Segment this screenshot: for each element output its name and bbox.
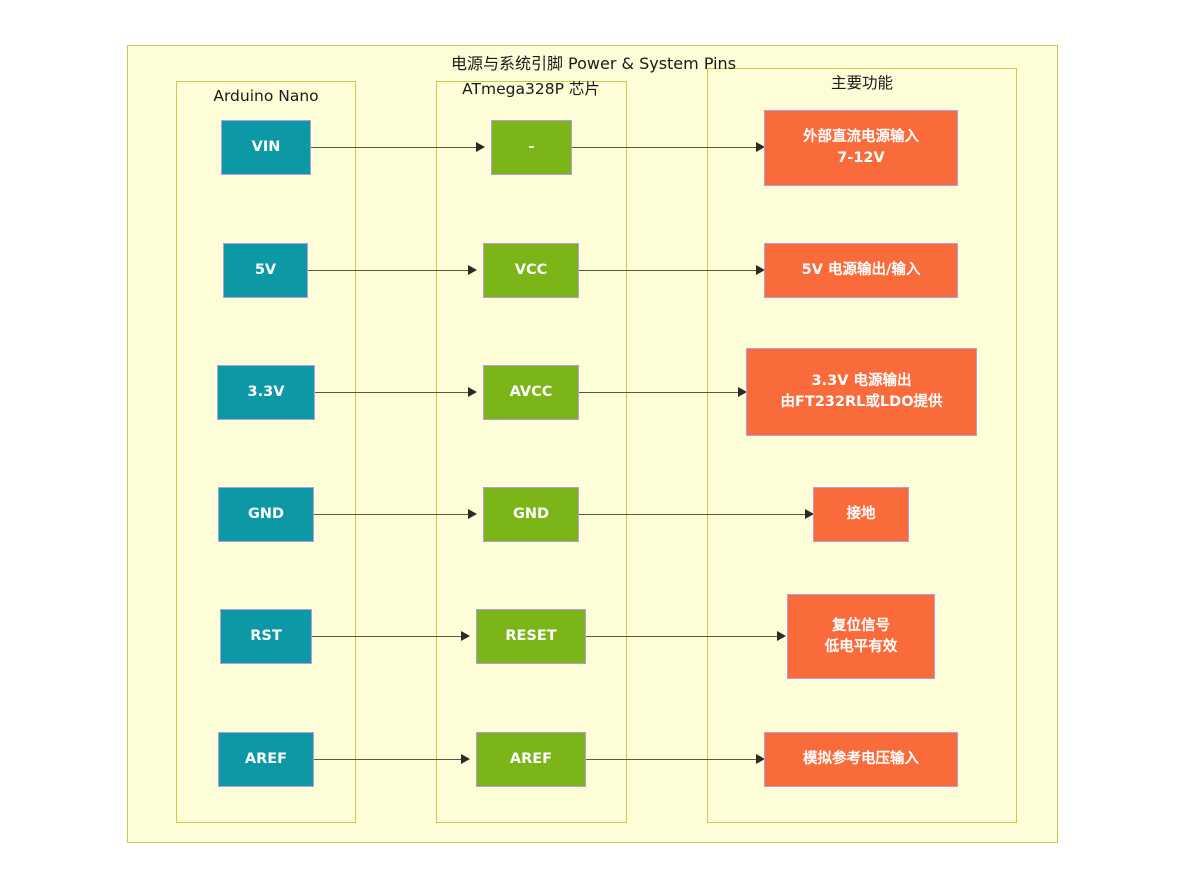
panel-atmega328p [436, 81, 627, 823]
arrowhead-chip-to-function-rst [777, 631, 786, 641]
edge-rst-to-chip [312, 636, 464, 637]
function-node-5v[interactable]: 5V 电源输出/输入 [764, 243, 958, 298]
panel-title-atmega328p: ATmega328P 芯片 [462, 80, 600, 98]
panel-title-main-functions: 主要功能 [830, 74, 893, 92]
function-node-aref[interactable]: 模拟参考电压输入 [764, 732, 958, 787]
function-node-gnd[interactable]: 接地 [813, 487, 909, 542]
function-node-3v3[interactable]: 3.3V 电源输出 由FT232RL或LDO提供 [746, 348, 977, 436]
chip-node-label: RESET [505, 628, 557, 644]
edge-chip-to-function-rst [586, 636, 780, 637]
function-node-vin[interactable]: 外部直流电源输入 7-12V [764, 110, 958, 186]
edge-chip-to-function-gnd [579, 514, 813, 515]
function-node-line: 模拟参考电压输入 [803, 751, 919, 767]
chip-node-aref[interactable]: AREF [476, 732, 586, 787]
panel-main-functions [707, 68, 1017, 823]
arrowhead-vin-to-chip [476, 142, 485, 152]
function-node-line: 接地 [846, 506, 876, 522]
pin-node-gnd[interactable]: GND [218, 487, 314, 542]
edge-chip-to-function-aref [586, 759, 759, 760]
pin-node-vin[interactable]: VIN [221, 120, 311, 175]
pin-node-label: RST [250, 628, 282, 644]
edge-aref-to-chip [314, 759, 464, 760]
pin-node-3v3[interactable]: 3.3V [217, 365, 315, 420]
pin-node-label: AREF [244, 751, 288, 767]
arrowhead-3v3-to-chip [468, 387, 477, 397]
chip-node-label: AREF [509, 751, 553, 767]
pin-node-label: 3.3V [247, 384, 285, 400]
chip-node-vin[interactable]: - [491, 120, 572, 175]
pin-node-aref[interactable]: AREF [218, 732, 314, 787]
arrowhead-gnd-to-chip [468, 509, 477, 519]
edge-5v-to-chip [308, 270, 471, 271]
chip-node-label: - [528, 139, 535, 155]
diagram-title: 电源与系统引脚 Power & System Pins [450, 54, 737, 73]
arrowhead-5v-to-chip [468, 265, 477, 275]
function-node-line: 7-12V [837, 150, 885, 166]
function-node-line: 5V 电源输出/输入 [801, 262, 921, 278]
panel-arduino-nano [176, 81, 356, 823]
function-node-line: 由FT232RL或LDO提供 [780, 394, 943, 410]
pin-node-label: GND [247, 506, 285, 522]
pin-node-rst[interactable]: RST [220, 609, 312, 664]
edge-gnd-to-chip [314, 514, 471, 515]
edge-chip-to-function-vin [572, 147, 759, 148]
panel-title-arduino-nano: Arduino Nano [213, 87, 319, 105]
chip-node-reset[interactable]: RESET [476, 609, 586, 664]
edge-chip-to-function-5v [579, 270, 759, 271]
function-node-line: 3.3V 电源输出 [811, 373, 912, 389]
pin-node-label: VIN [251, 139, 281, 155]
arrowhead-rst-to-chip [461, 631, 470, 641]
chip-node-label: AVCC [509, 384, 553, 400]
chip-node-label: VCC [514, 262, 548, 278]
function-node-line: 低电平有效 [824, 638, 898, 655]
edge-vin-to-chip [311, 147, 479, 148]
edge-3v3-to-chip [315, 392, 471, 393]
arrowhead-chip-to-function-gnd [805, 509, 814, 519]
arrowhead-chip-to-function-aref [756, 754, 765, 764]
function-node-rst[interactable]: 复位信号 低电平有效 [787, 594, 935, 679]
pin-node-5v[interactable]: 5V [223, 243, 308, 298]
chip-node-gnd[interactable]: GND [483, 487, 579, 542]
arrowhead-aref-to-chip [461, 754, 470, 764]
chip-node-vcc[interactable]: VCC [483, 243, 579, 298]
arrowhead-chip-to-function-vin [756, 142, 765, 152]
pin-node-label: 5V [254, 262, 277, 278]
function-node-line: 外部直流电源输入 [803, 129, 919, 145]
arrowhead-chip-to-function-3v3 [738, 387, 747, 397]
function-node-line: 复位信号 [832, 617, 890, 634]
chip-node-label: GND [512, 506, 550, 522]
arrowhead-chip-to-function-5v [756, 265, 765, 275]
edge-chip-to-function-3v3 [579, 392, 741, 393]
chip-node-avcc[interactable]: AVCC [483, 365, 579, 420]
